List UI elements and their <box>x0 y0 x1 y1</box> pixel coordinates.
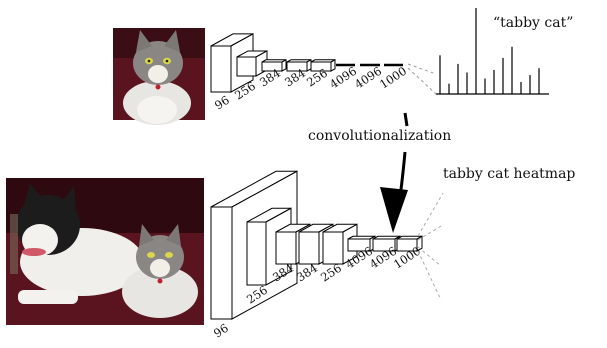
bottom-layer-7 <box>396 235 423 252</box>
top-output-connector <box>407 63 437 95</box>
top-layer-4 <box>310 58 336 72</box>
class-score-histogram <box>436 8 549 95</box>
bottom-input-photo <box>6 178 204 325</box>
bottom-layer-label-0: 96 <box>211 321 231 341</box>
top-layer-2 <box>261 58 287 72</box>
top-layer-3 <box>286 58 312 72</box>
heatmap-connector <box>417 192 444 301</box>
convolutionalization-arrow <box>380 112 409 233</box>
top-output-label: “tabby cat” <box>493 15 573 31</box>
bottom-output-label: tabby cat heatmap <box>443 166 575 182</box>
top-layer-label-7: 1000 <box>377 64 409 92</box>
top-network <box>210 33 336 93</box>
bottom-network <box>210 170 423 320</box>
top-input-photo <box>113 28 205 125</box>
top-layer-label-0: 96 <box>212 93 232 113</box>
convolutionalization-label: convolutionalization <box>308 128 451 144</box>
